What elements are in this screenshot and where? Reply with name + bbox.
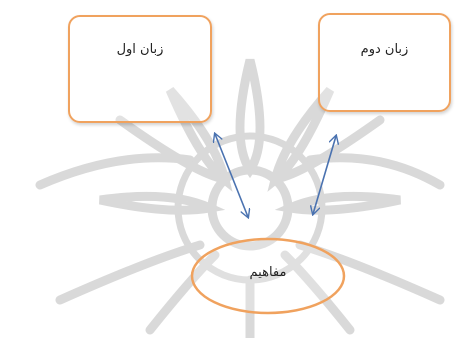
arrow-second-language-concepts — [313, 136, 336, 214]
node-concepts — [190, 237, 346, 315]
node-second-language: زبان دوم — [318, 13, 451, 112]
node-first-language-label: زبان اول — [116, 42, 164, 57]
node-concepts-label: مفاهیم — [249, 265, 287, 280]
node-second-language-label: زبان دوم — [360, 42, 409, 57]
arrow-first-language-concepts — [215, 134, 248, 217]
node-first-language: زبان اول — [68, 15, 212, 123]
